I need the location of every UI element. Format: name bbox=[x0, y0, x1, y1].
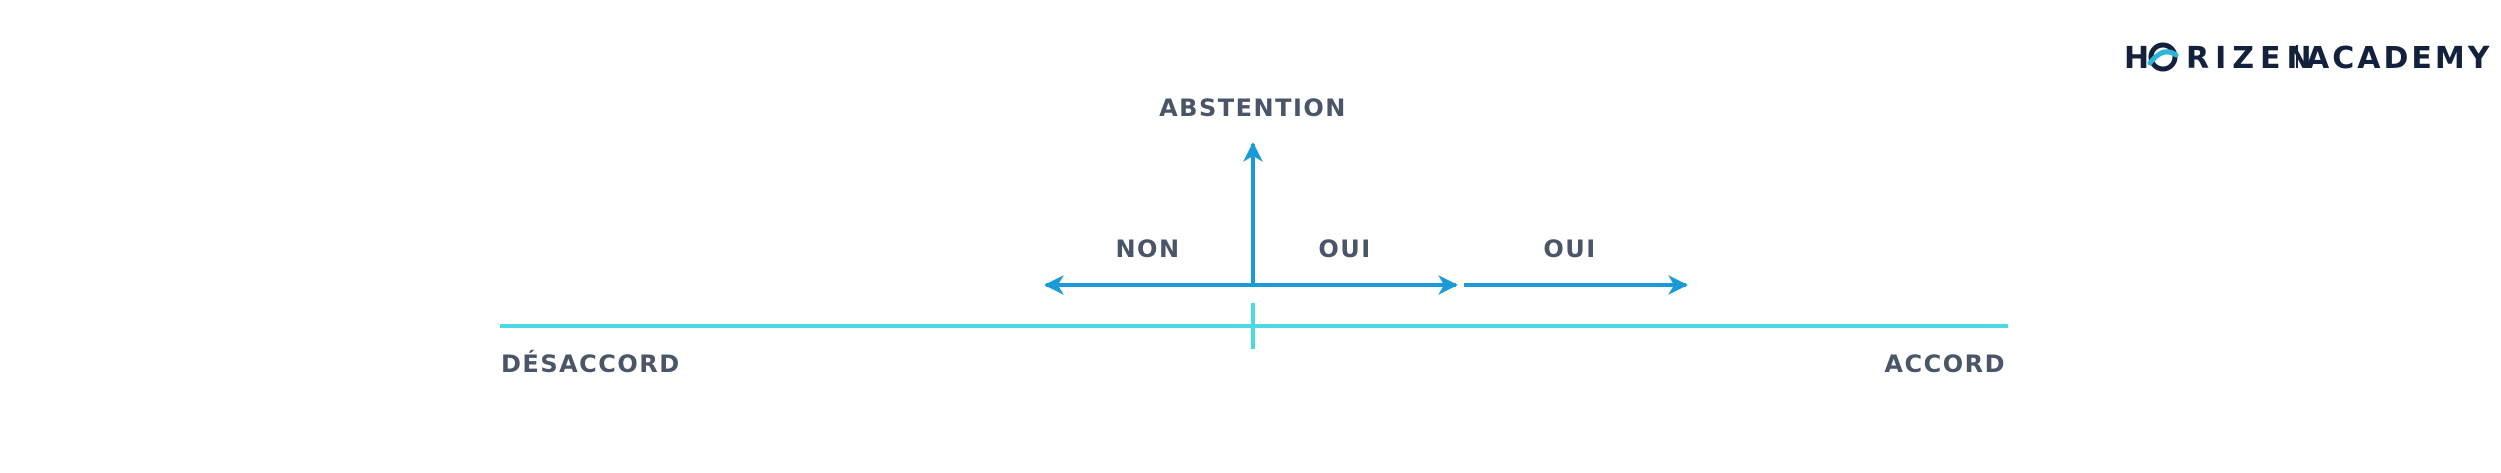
non-label: NON bbox=[1115, 235, 1180, 263]
logo-brand-right: RIZEN bbox=[2186, 41, 2318, 76]
disagree-label: DÉSACCORD bbox=[501, 349, 681, 378]
oui-label-2: OUI bbox=[1543, 235, 1596, 263]
logo-academy: ACADEMY bbox=[2306, 41, 2492, 76]
logo-o-mark-icon bbox=[2147, 42, 2179, 72]
logo-brand-left: H bbox=[2124, 41, 2155, 76]
oui-label-1: OUI bbox=[1318, 235, 1371, 263]
agree-label: ACCORD bbox=[1884, 350, 2006, 378]
abstention-label: ABSTENTION bbox=[1159, 94, 1347, 122]
horizen-academy-logo: H RIZEN ACADEMY bbox=[2124, 41, 2492, 76]
